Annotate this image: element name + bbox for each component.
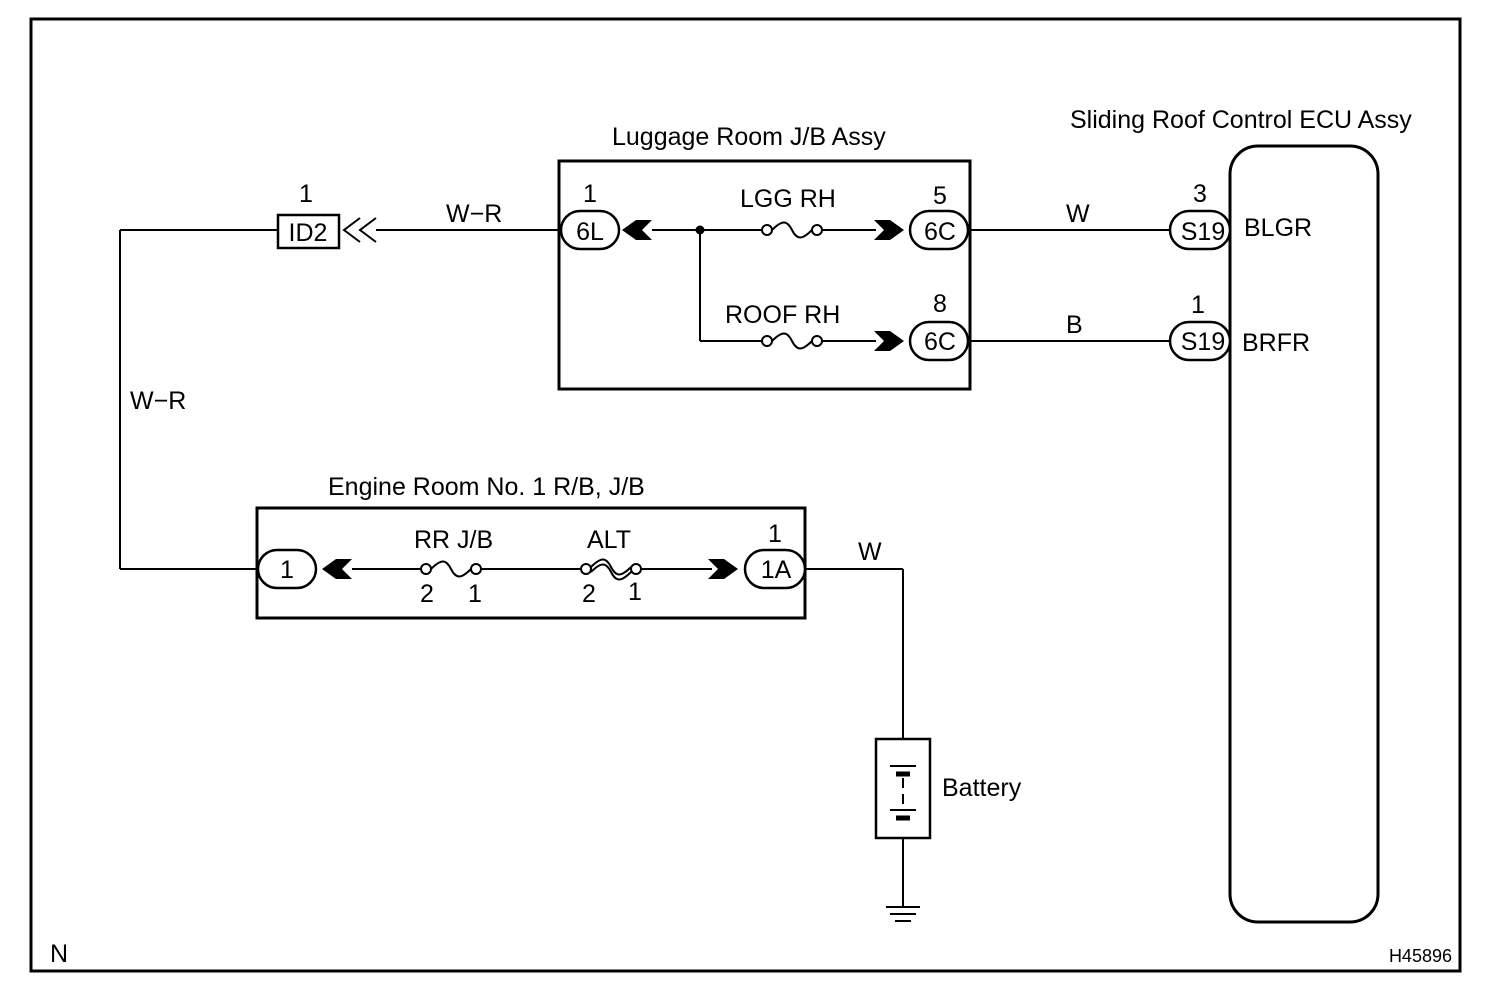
connector-s19-blgr-pin: 3 [1193, 180, 1207, 208]
connector-6c-lgg-arrow-icon [874, 220, 904, 240]
connector-6c-roof-pin: 8 [933, 290, 947, 318]
connector-s19-brfr-label: S19 [1181, 328, 1225, 356]
connector-1a-pin: 1 [768, 520, 782, 548]
fuse-alt-pin-right: 1 [628, 578, 642, 606]
connector-1a-label: 1A [761, 556, 792, 584]
fuse-roof-rh-label: ROOF RH [725, 301, 840, 329]
luggage-jb-title: Luggage Room J/B Assy [612, 123, 886, 151]
fuse-alt-label: ALT [587, 526, 631, 554]
connector-6l-label: 6L [576, 218, 604, 246]
wire-label-jb-to-id2: W−R [446, 200, 502, 228]
diagram-frame [29, 17, 1462, 973]
connector-1a [743, 548, 807, 590]
figure-id: H45896 [1389, 946, 1452, 966]
engine-rb-title: Engine Room No. 1 R/B, J/B [328, 473, 645, 501]
wire-label-battery-feed: W [858, 538, 882, 566]
fuse-rr-jb-label: RR J/B [414, 526, 493, 554]
fuse-lgg-rh-label: LGG RH [740, 185, 836, 213]
terminal-brfr: BRFR [1242, 329, 1310, 357]
connector-6l-arrow-icon [622, 220, 652, 240]
luggage-jb-box [557, 159, 972, 391]
connector-s19-brfr [1168, 320, 1232, 362]
fuse-alt-pin-left: 2 [582, 580, 596, 608]
wire-label-to-blgr: W [1066, 200, 1090, 228]
connector-rb-out-arrow-icon [322, 559, 352, 579]
connector-id2-pin: 1 [299, 180, 313, 208]
battery-symbol [874, 737, 932, 840]
connector-6l-pin: 1 [583, 180, 597, 208]
connector-6c-roof [908, 320, 970, 362]
connector-6c-lgg-label: 6C [924, 218, 956, 246]
splice-point [695, 225, 705, 235]
connector-id2-label: ID2 [289, 219, 328, 247]
connector-s19-brfr-pin: 1 [1191, 291, 1205, 319]
terminal-blgr: BLGR [1244, 214, 1312, 242]
fuse-rr-jb [420, 560, 482, 578]
battery-label: Battery [942, 774, 1022, 802]
connector-6c-roof-arrow-icon [874, 331, 904, 351]
connector-rb-out-label: 1 [280, 556, 294, 584]
ecu-body [1228, 144, 1380, 924]
fuse-alt [580, 558, 642, 581]
connector-s19-blgr-label: S19 [1181, 218, 1225, 246]
connector-rb-out [256, 548, 318, 590]
connector-6c-lgg-pin: 5 [933, 182, 947, 210]
fuse-lgg-rh [761, 221, 823, 239]
connector-id2 [276, 213, 341, 250]
fuse-rr-jb-pin-left: 2 [420, 580, 434, 608]
ecu-title: Sliding Roof Control ECU Assy [1070, 106, 1412, 134]
connector-6c-roof-label: 6C [924, 328, 956, 356]
connector-6c-lgg [908, 209, 970, 251]
fuse-rr-jb-pin-right: 1 [468, 580, 482, 608]
fuse-roof-rh [761, 332, 823, 350]
connector-s19-blgr [1168, 209, 1232, 251]
connector-id2-chevron-icon [342, 217, 377, 243]
connector-6l [559, 209, 621, 251]
wire-label-to-brfr: B [1066, 311, 1083, 339]
footer-mark: N [50, 940, 68, 968]
ground-icon [886, 906, 920, 922]
connector-1a-arrow-icon [708, 559, 738, 579]
wire-label-vertical: W−R [130, 387, 186, 415]
